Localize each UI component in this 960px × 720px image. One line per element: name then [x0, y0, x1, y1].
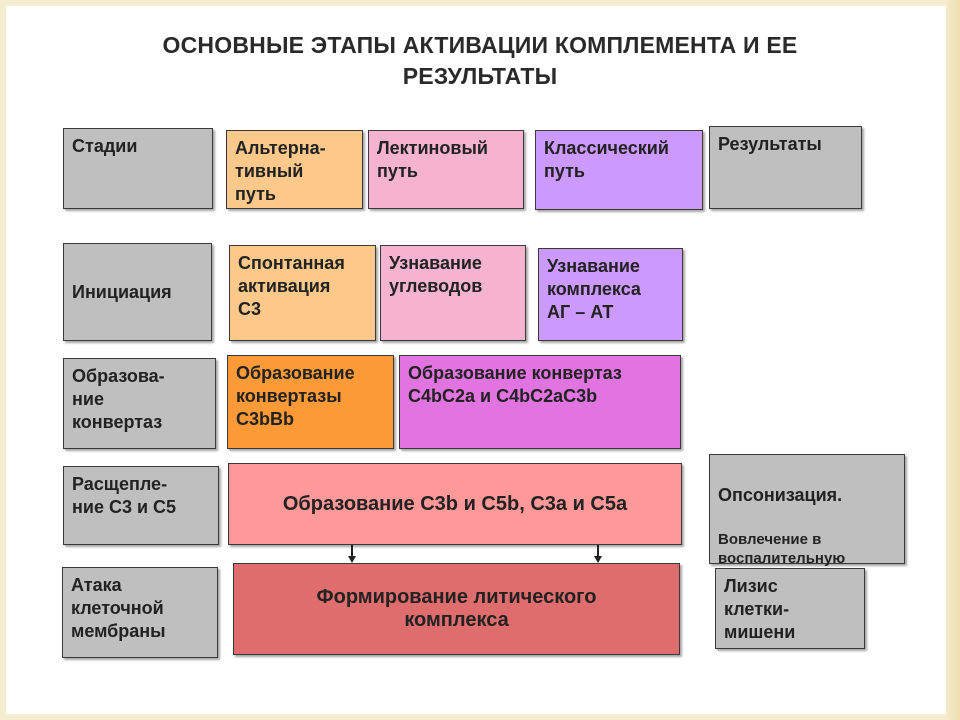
initiation-lectin: Узнавание углеводов [380, 245, 526, 341]
initiation-classical: Узнавание комплекса АГ – АТ [538, 248, 683, 341]
arrow-down-left-icon [348, 556, 356, 563]
header-stages: Стадии [63, 128, 213, 209]
cleavage-process: Образование C3b и C5b, C3a и C5a [228, 463, 682, 545]
header-alternative-path: Альтерна- тивный путь [226, 130, 363, 209]
stage-initiation-label: Инициация [72, 281, 172, 302]
result-lysis: Лизис клетки- мишени [715, 568, 865, 649]
page-title: ОСНОВНЫЕ ЭТАПЫ АКТИВАЦИИ КОМПЛЕМЕНТА И Е… [162, 32, 798, 89]
convertase-alternative: Образование конвертазы C3bBb [227, 355, 394, 449]
initiation-alternative: Спонтанная активация C3 [229, 245, 376, 341]
stage-membrane-attack: Атака клеточной мембраны [62, 567, 218, 658]
result-opsonization-title: Опсонизация. [718, 485, 843, 505]
stage-initiation: Инициация [63, 243, 212, 341]
stage-cleavage: Расщепле- ние C3 и C5 [63, 466, 219, 545]
header-lectin-path: Лектиновый путь [368, 130, 524, 209]
stage-convertase: Образова- ние конвертаз [63, 358, 216, 449]
arrow-line-left [351, 545, 353, 557]
result-opsonization: Опсонизация. Вовлечение в воспалительную… [709, 454, 905, 586]
slide-right-edge [946, 0, 960, 720]
arrow-line-right [597, 545, 599, 557]
convertase-lectin-classical: Образование конвертаз C4bC2a и C4bC2aC3b [399, 355, 681, 449]
header-results: Результаты [709, 126, 862, 209]
arrow-down-right-icon [594, 556, 602, 563]
header-classical-path: Классический путь [535, 130, 703, 210]
attack-process: Формирование литического комплекса [233, 563, 680, 655]
